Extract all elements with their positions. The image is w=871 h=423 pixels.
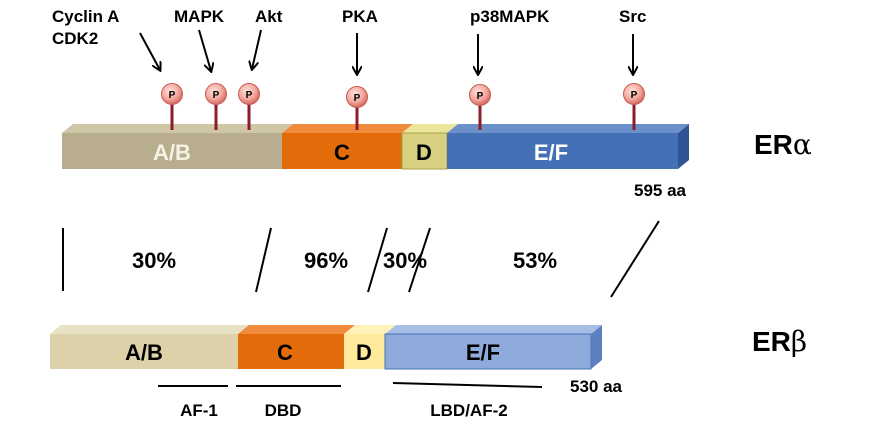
erb-ab-label: A/B: [125, 340, 163, 365]
era-d-top: [402, 124, 458, 133]
phospho-icon: [623, 83, 645, 105]
kinase-label-p38mapk: p38MAPK: [470, 7, 550, 26]
homology-line-4: [408, 227, 431, 293]
erb-d-segment: [344, 334, 385, 369]
era-ab-label: A/B: [153, 140, 191, 165]
erb-length: 530 aa: [570, 377, 623, 396]
erb-d-label: D: [356, 340, 372, 365]
function-label-lbd: LBD/AF-2: [430, 401, 507, 420]
phospho-site-pka: P: [346, 86, 368, 130]
era-c-top: [282, 124, 413, 133]
homology-d: 30%: [383, 248, 427, 273]
phospho-label: P: [169, 90, 176, 101]
era-bar: A/B C D E/F: [62, 124, 689, 170]
phospho-site-p38mapk: P: [469, 84, 491, 130]
erb-name: ERβ: [752, 325, 807, 358]
phospho-icon: [161, 83, 183, 105]
era-c-segment: [282, 133, 402, 169]
kinase-label-mapk: MAPK: [174, 7, 225, 26]
erb-ab-segment: [50, 334, 238, 369]
homology-c: 96%: [304, 248, 348, 273]
era-length: 595 aa: [634, 181, 687, 200]
arrow-mapk: [198, 29, 211, 71]
era-name: ERα: [754, 128, 812, 161]
era-d-segment: [401, 132, 448, 170]
phospho-sites: P P P P P P: [161, 83, 645, 130]
phospho-label: P: [631, 90, 638, 101]
erb-ef-label: E/F: [466, 340, 500, 365]
era-ef-segment: [447, 133, 678, 169]
phospho-label: P: [213, 90, 220, 101]
homology-lines: [62, 220, 660, 298]
phospho-icon: [346, 86, 368, 108]
erb-ef-segment: [384, 333, 592, 370]
arrow-cyclin: [139, 32, 160, 70]
erb-c-top: [238, 325, 355, 334]
phospho-site-cyclin: P: [161, 83, 183, 130]
homology-ab: 30%: [132, 248, 176, 273]
phospho-label: P: [477, 91, 484, 102]
phospho-site-src: P: [623, 83, 645, 130]
era-c-label: C: [334, 140, 350, 165]
kinase-arrows: [139, 29, 633, 74]
erb-ab-top: [50, 325, 249, 334]
kinase-label-cyclin-a: Cyclin A: [52, 7, 119, 26]
phospho-site-akt: P: [238, 83, 260, 130]
erb-d-top: [344, 325, 396, 334]
erb-ef-side: [591, 325, 602, 369]
homology-line-3: [367, 227, 388, 293]
era-ab-segment: [62, 133, 282, 169]
lbd-line: [392, 382, 543, 388]
homology-line-5: [610, 220, 660, 298]
homology-line-2: [255, 227, 272, 293]
arrow-akt: [252, 29, 262, 69]
era-ef-label: E/F: [534, 140, 568, 165]
homology-ef: 53%: [513, 248, 557, 273]
phospho-icon: [205, 83, 227, 105]
era-ef-side: [678, 124, 689, 169]
era-ef-top: [447, 124, 689, 133]
kinase-label-akt: Akt: [255, 7, 283, 26]
phospho-label: P: [246, 90, 253, 101]
phospho-site-mapk: P: [205, 83, 227, 130]
erb-ef-top: [385, 325, 602, 334]
kinase-label-pka: PKA: [342, 7, 378, 26]
function-label-af1: AF-1: [180, 401, 218, 420]
erb-c-label: C: [277, 340, 293, 365]
kinase-label-cdk2: CDK2: [52, 29, 98, 48]
erb-c-segment: [238, 334, 344, 369]
era-ab-top: [62, 124, 293, 133]
function-lines: [158, 382, 543, 388]
era-d-label: D: [416, 140, 432, 165]
kinase-label-src: Src: [619, 7, 646, 26]
phospho-icon: [238, 83, 260, 105]
phospho-icon: [469, 84, 491, 106]
function-label-dbd: DBD: [265, 401, 302, 420]
erb-bar: A/B C D E/F: [50, 325, 602, 370]
phospho-label: P: [354, 93, 361, 104]
